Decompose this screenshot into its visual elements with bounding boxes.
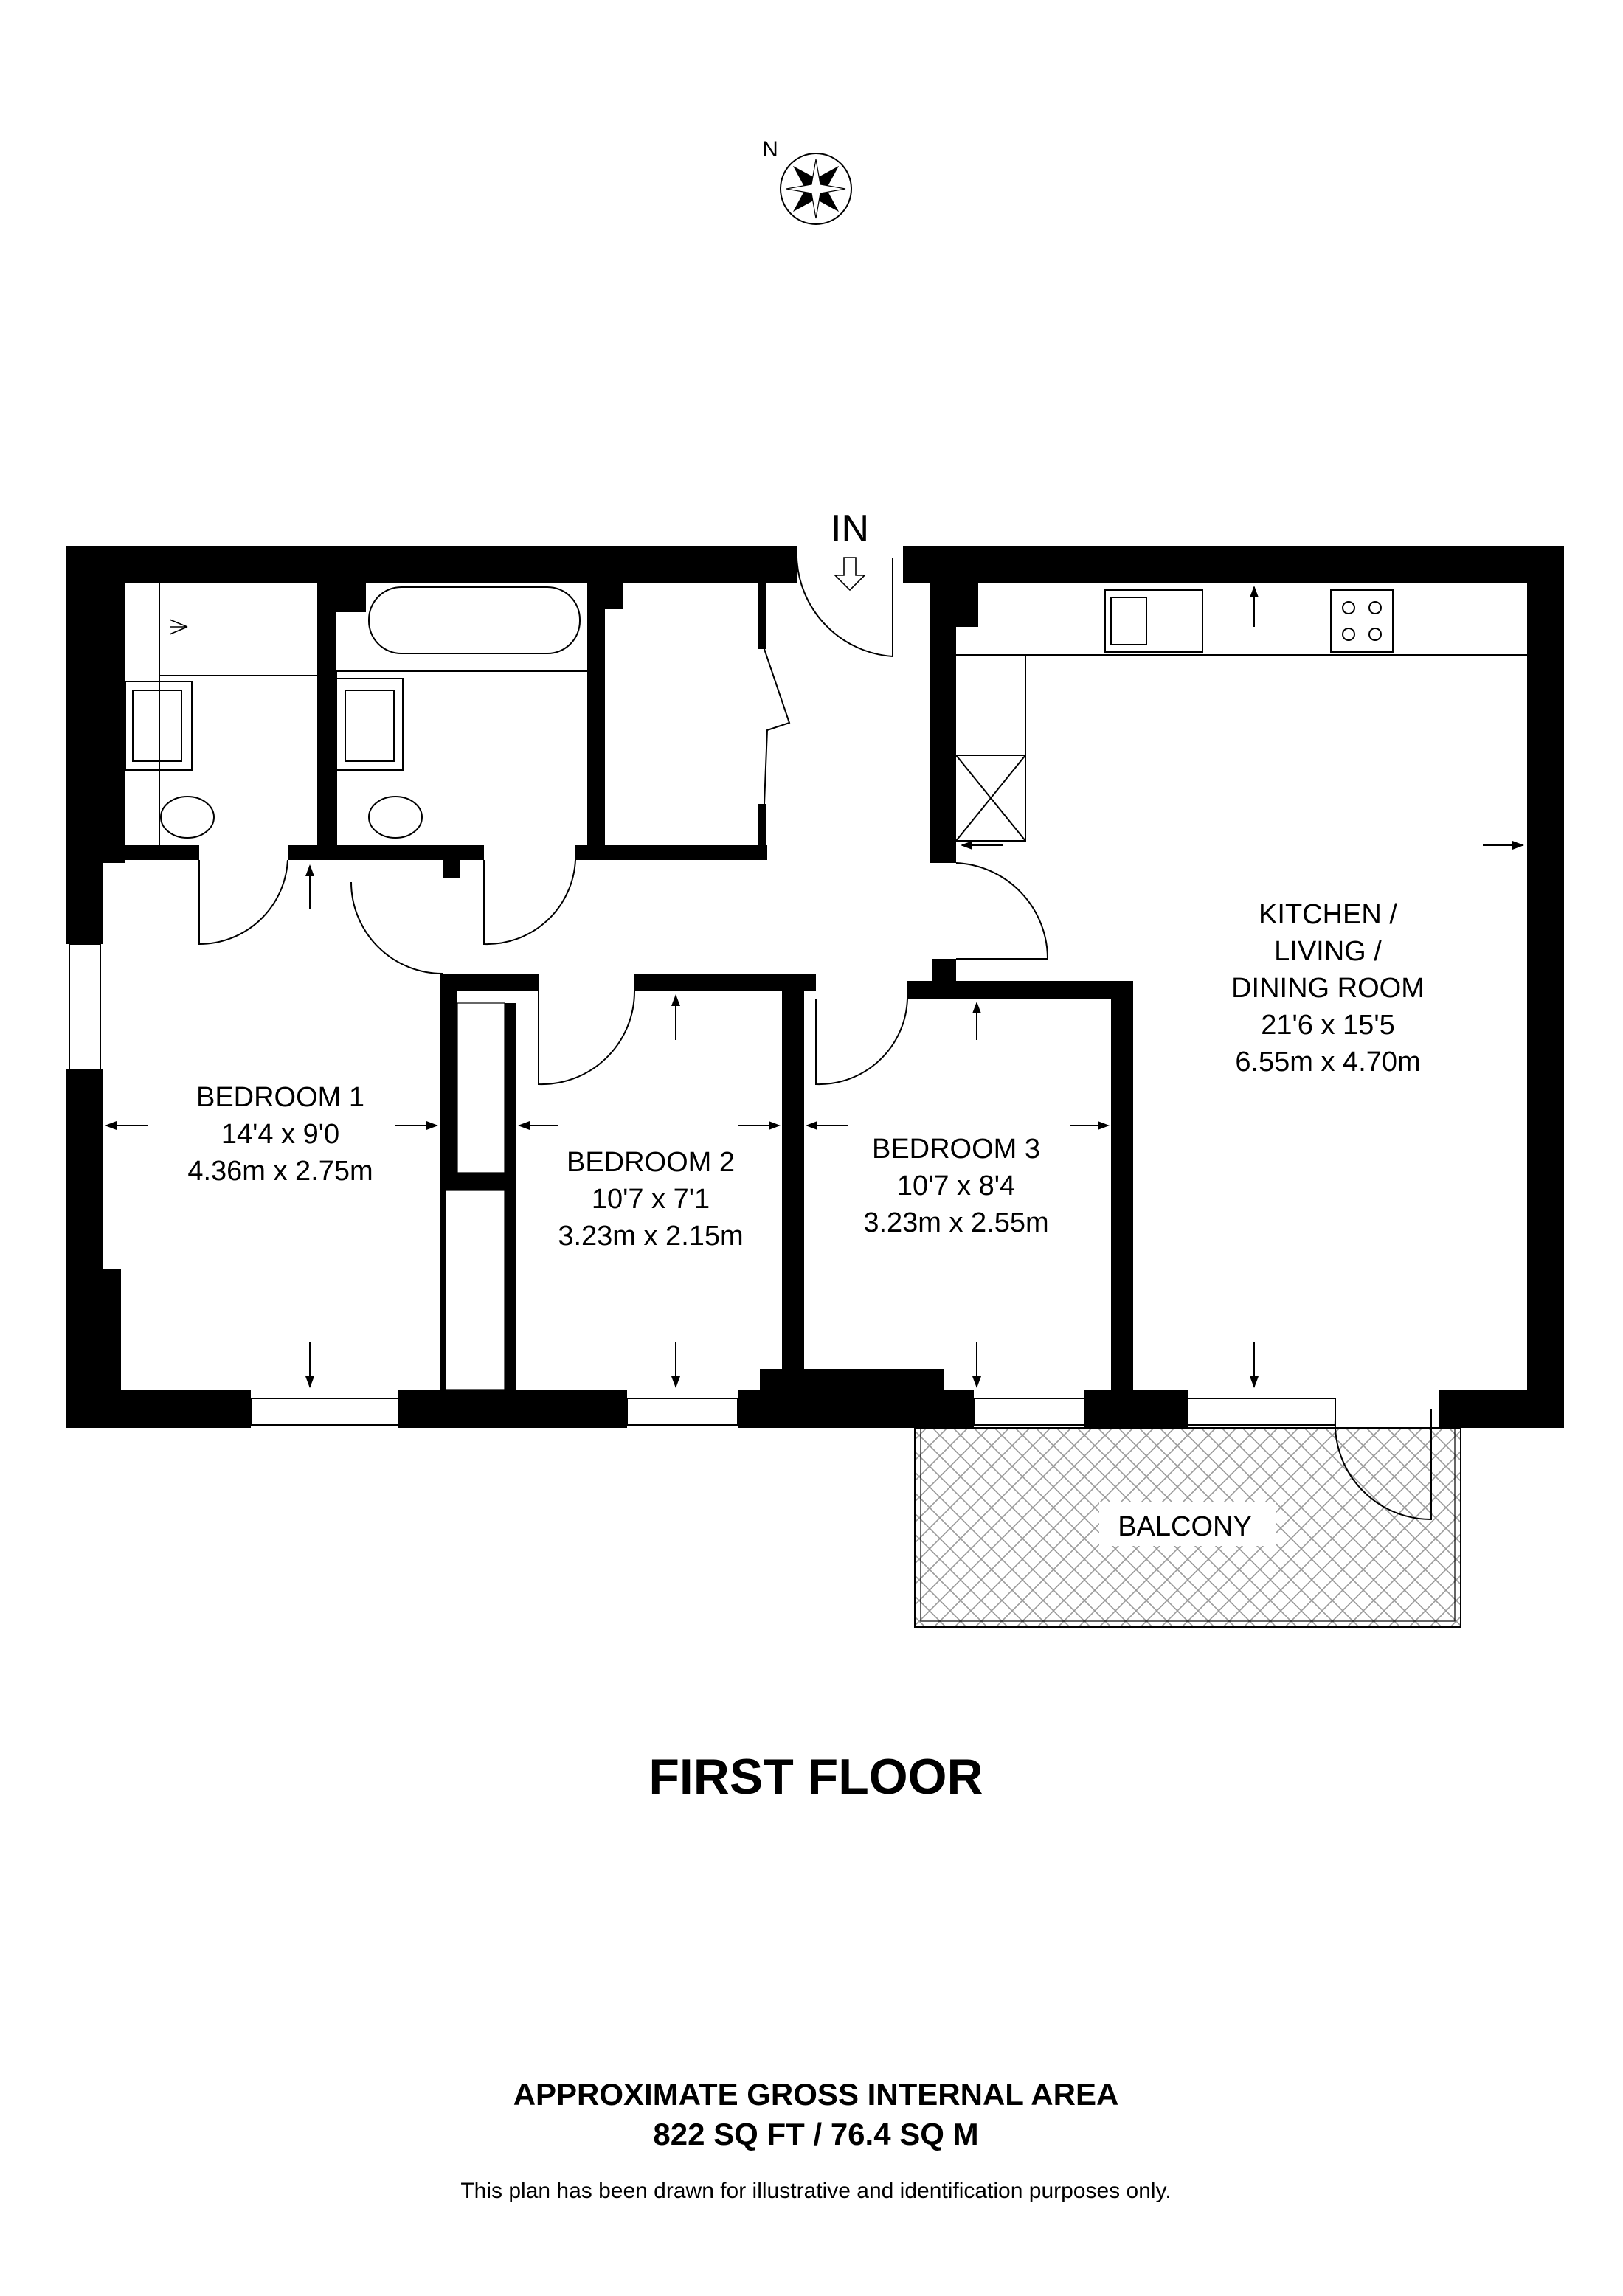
entrance-arrow-icon [834,557,866,592]
floor-title: FIRST FLOOR [648,1749,983,1805]
entrance-label: IN [831,507,869,550]
shower-icon [169,619,188,635]
room-name-line: DINING ROOM [1231,973,1425,1004]
dimension-arrows [105,586,1524,1388]
room-balcony: BALCONY [1118,1511,1252,1542]
room-metric: 3.23m x 2.15m [558,1221,743,1252]
fixtures [125,583,1527,848]
compass-rose-icon [780,153,852,225]
room-kitchen-living-dining: KITCHEN / LIVING / DINING ROOM 21'6 x 15… [1231,899,1425,1078]
room-bedroom-2: BEDROOM 2 10'7 x 7'1 3.23m x 2.15m [558,1147,743,1252]
room-name: BEDROOM 1 [196,1082,364,1113]
room-imperial: 10'7 x 7'1 [592,1184,710,1215]
room-imperial: 10'7 x 8'4 [897,1170,1015,1201]
room-metric: 3.23m x 2.55m [863,1207,1048,1238]
area-value: 822 SQ FT / 76.4 SQ M [653,2117,978,2151]
room-imperial: 21'6 x 15'5 [1261,1010,1394,1041]
room-imperial: 14'4 x 9'0 [221,1119,339,1150]
disclaimer: This plan has been drawn for illustrativ… [460,2179,1171,2203]
doors [198,557,1432,1521]
room-metric: 6.55m x 4.70m [1235,1047,1420,1078]
room-name-line: KITCHEN / [1259,899,1397,930]
room-metric: 4.36m x 2.75m [187,1156,373,1187]
room-bedroom-1: BEDROOM 1 14'4 x 9'0 4.36m x 2.75m [187,1082,373,1187]
room-name: BEDROOM 2 [567,1147,735,1178]
windows [69,943,1336,1426]
room-name-line: LIVING / [1274,936,1382,967]
area-heading: APPROXIMATE GROSS INTERNAL AREA [513,2077,1119,2112]
room-bedroom-3: BEDROOM 3 10'7 x 8'4 3.23m x 2.55m [863,1134,1048,1238]
room-name: BEDROOM 3 [872,1134,1040,1165]
compass-north-label: N [762,137,778,162]
